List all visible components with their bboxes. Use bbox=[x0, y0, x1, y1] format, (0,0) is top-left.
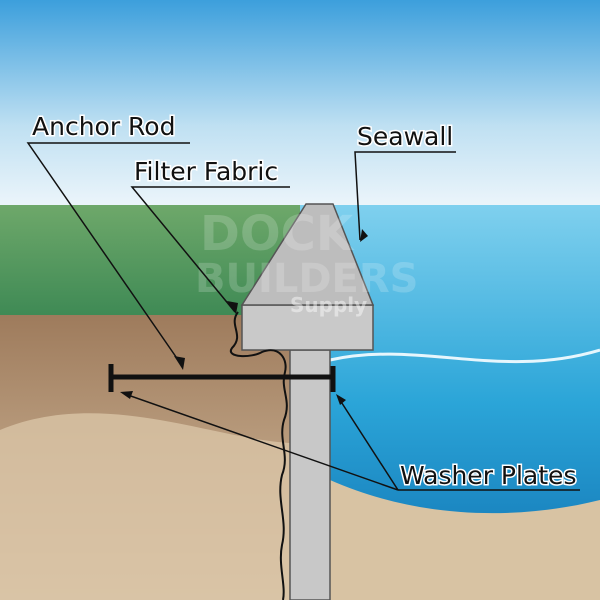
wave-line bbox=[329, 348, 600, 364]
svg-text:Supply: Supply bbox=[290, 293, 367, 317]
label-seawall: Seawall bbox=[357, 122, 453, 151]
arrowheads bbox=[120, 229, 368, 405]
lower-sand bbox=[0, 413, 330, 600]
seawall-cap-base bbox=[241, 304, 374, 351]
label-anchor-rod: Anchor Rod bbox=[32, 112, 175, 141]
sky bbox=[0, 0, 600, 210]
sea-bed bbox=[330, 480, 600, 600]
filter-fabric bbox=[229, 311, 288, 600]
svg-text:DOCK: DOCK bbox=[200, 206, 355, 262]
seawall-column bbox=[289, 349, 331, 600]
svg-text:BUILDERS: BUILDERS bbox=[195, 256, 418, 302]
seawall-structure bbox=[240, 203, 375, 600]
seawall-cap-top bbox=[240, 203, 375, 306]
label-washer-plates: Washer Plates bbox=[400, 461, 576, 490]
watermark-logo: DOCK BUILDERS Supply bbox=[195, 206, 418, 317]
leader-lines bbox=[26, 142, 580, 491]
label-filter-fabric: Filter Fabric bbox=[134, 157, 278, 186]
anchor-rod bbox=[108, 364, 336, 392]
